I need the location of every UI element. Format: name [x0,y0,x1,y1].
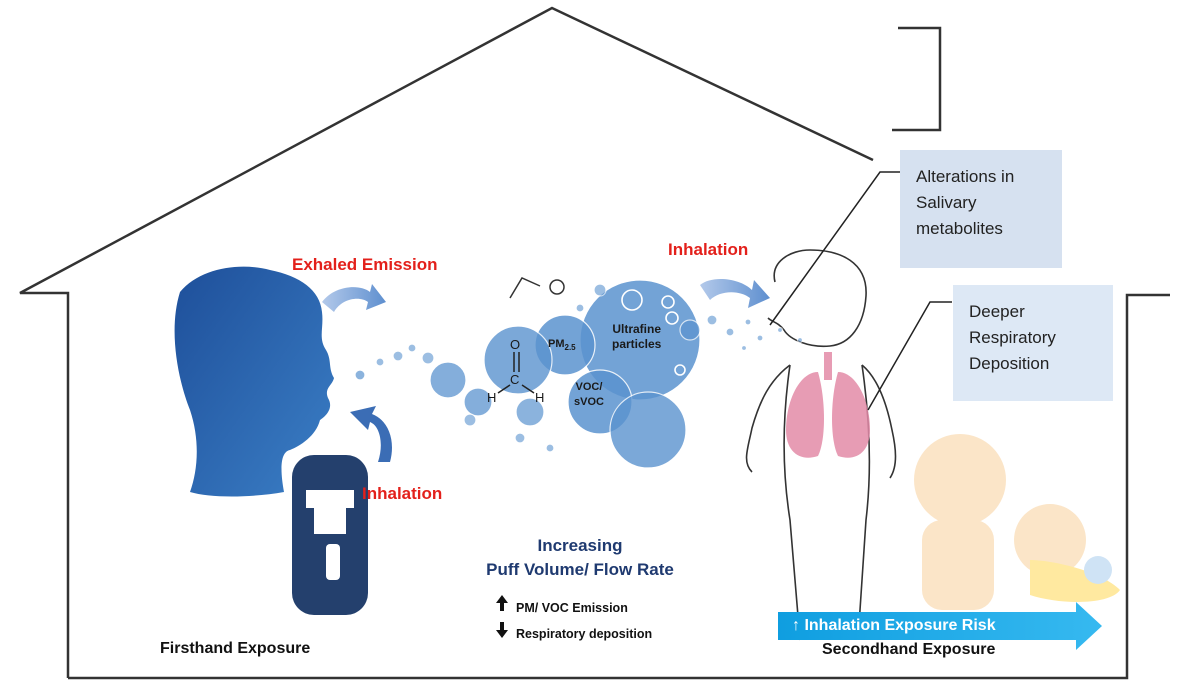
ultrafine-label: Ultrafine particles [612,322,662,351]
inhalation-adult-label: Inhalation [362,484,443,503]
secondhand-exposure-label: Secondhand Exposure [822,641,996,658]
risk-arrow-label: ↑ Inhalation Exposure Risk [792,617,996,634]
formaldehyde-bonds [497,352,535,394]
down-arrow-icon [496,622,508,638]
exhale-arrow-icon [322,284,386,312]
salivary-line-1: Alterations in [916,167,1015,186]
exhaled-emission-label: Exhaled Emission [292,255,438,274]
lungs-illustration [786,352,870,458]
child-outline [745,249,897,641]
adult-head-silhouette [174,266,334,497]
pm25-label: PM2.5 [548,338,576,353]
pm-voc-emission-label: PM/ VOC Emission [516,601,628,615]
formaldehyde-c: C [510,372,520,387]
deposition-line-1: Deeper [969,302,1025,321]
baby-silhouettes [914,434,1120,610]
deposition-callout: Deeper Respiratory Deposition [953,285,1113,401]
aerosol-bubbles [354,279,804,469]
inhale-arrow-adult-icon [350,406,392,462]
firsthand-exposure-label: Firsthand Exposure [160,640,311,657]
formaldehyde-o: O [510,337,521,352]
salivary-line-3: metabolites [916,219,1003,238]
inhalation-child-label: Inhalation [668,240,749,259]
increasing-label: Increasing [537,536,623,555]
house-outline [19,6,1170,680]
respiratory-deposition-label: Respiratory deposition [516,627,653,641]
formaldehyde-h-right: H [535,390,545,405]
risk-arrow-icon [778,602,1102,650]
salivary-line-2: Salivary [916,193,977,212]
vape-device [292,455,368,615]
formaldehyde-h-left: H [487,390,497,405]
puff-volume-label: Puff Volume/ Flow Rate [486,560,674,579]
deposition-leader-line [867,301,952,411]
acetaldehyde-structure [509,277,565,299]
voc-svoc-label: VOC/ sVOC [574,381,604,408]
deposition-line-3: Deposition [969,354,1050,373]
deposition-line-2: Respiratory [969,328,1056,347]
salivary-leader-line [769,171,900,326]
bubble-highlights [621,289,686,376]
up-arrow-icon [496,595,508,611]
salivary-callout: Alterations in Salivary metabolites [900,150,1062,268]
inhale-arrow-child-icon [700,278,770,308]
